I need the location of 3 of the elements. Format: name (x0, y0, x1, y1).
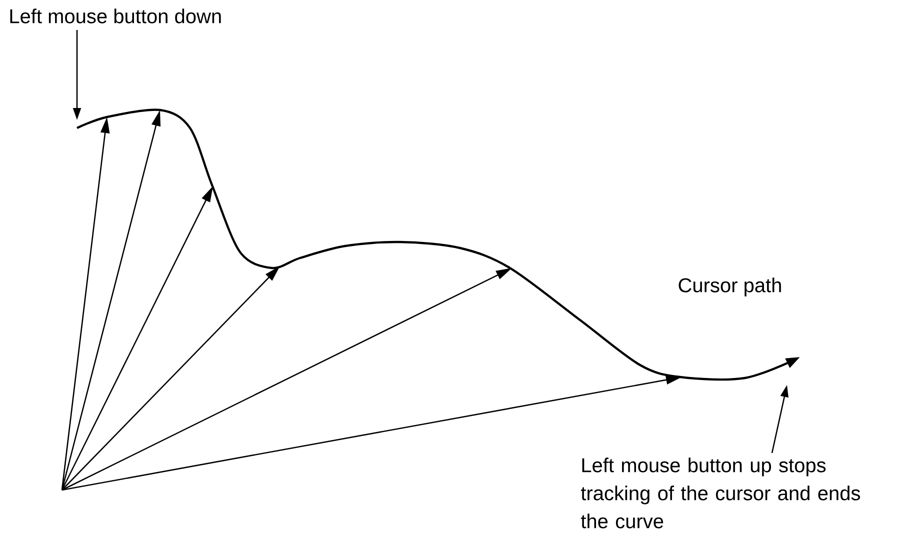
annotation-text: Left mouse button down (10, 8, 221, 24)
curve-label: Cursor path (678, 278, 781, 296)
annotation-text: Left mouse button up stops tracking of the cursor and ends the curve (580, 458, 860, 528)
